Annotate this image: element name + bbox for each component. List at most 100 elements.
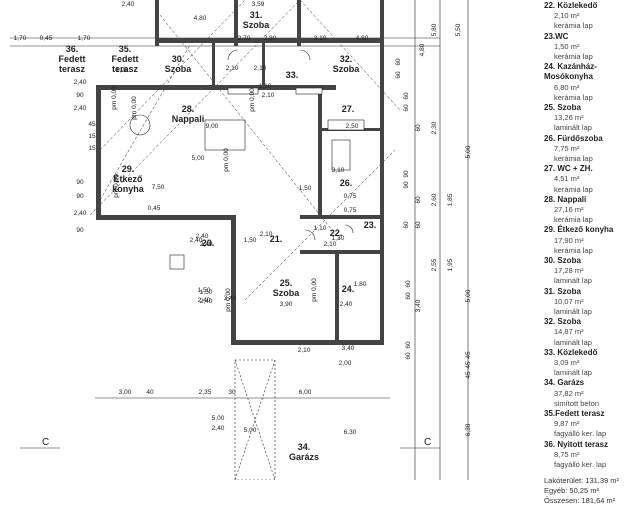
legend-item-material: kerámia lap	[554, 21, 593, 31]
legend-item-area: 1,50 m²	[554, 41, 580, 51]
dimension-mid-0: 9,00	[206, 123, 219, 130]
dimension-small-1: pm 0,00	[113, 174, 120, 198]
dimension-right-9: 5,00	[465, 145, 472, 158]
diagonal-line	[159, 14, 341, 241]
dimension-bottom-6: 1,50	[200, 289, 213, 296]
legend-item-area: 4,51 m²	[554, 174, 580, 184]
room-label-r32-name: Szoba	[333, 64, 360, 74]
dimension-bottom-3: 30	[228, 389, 236, 396]
room-label-r26-no: 26.	[340, 178, 353, 188]
dimension-mid-11: 1,50	[244, 237, 257, 244]
sofa	[204, 119, 246, 151]
diagonal-line	[244, 149, 396, 301]
dimension-bottom-14: 6,30	[344, 429, 357, 436]
dimension-top-0: 2,40	[122, 1, 135, 8]
room-label-r20-no: 20.	[202, 238, 215, 248]
dimension-mid-1: 5,00	[192, 155, 205, 162]
dimension-top-1: 3,59	[252, 1, 265, 8]
dimension-right-8: 60	[415, 124, 422, 132]
legend-item-area: 3,09 m²	[554, 358, 580, 367]
dimension-mid-3: 2,40	[196, 233, 209, 240]
legend-item-area: 8,75 m²	[554, 449, 580, 459]
legend-item-area: 27,16 m²	[554, 205, 584, 214]
chimney	[169, 254, 185, 270]
dimension-right-11: 90	[403, 181, 410, 189]
dimension-mid-2: 7,50	[152, 184, 165, 191]
door-swing	[344, 224, 354, 234]
room-label-r29-name: Étkező	[113, 174, 143, 184]
diagonal-line	[89, 0, 301, 216]
dimension-left-2: 2,40	[74, 105, 87, 112]
room-label-r31-no: 31.	[250, 10, 263, 20]
dimension-mid-16: 0,75	[344, 207, 357, 214]
dimension-mid-12: 1,10	[314, 225, 327, 232]
dimension-top-3: 0,45	[40, 35, 53, 42]
dimension-right-14: 1,85	[447, 193, 454, 206]
dimension-mid-15: 1,30	[332, 235, 345, 242]
legend-item-title: 34. Garázs	[544, 378, 585, 388]
dimension-top-6: 2,70	[238, 35, 251, 42]
dimension-right-26: 45	[465, 351, 472, 359]
dimension-right-23: 60	[405, 341, 412, 349]
dimension-right-24: 60	[405, 352, 412, 360]
room-label-r35a-no: 35.	[119, 44, 132, 54]
room-label-r30-no: 30.	[172, 54, 185, 64]
dimension-right-16: 60	[415, 221, 422, 229]
dimension-left-12: 1,50	[198, 287, 211, 294]
dimension-right-15: 60	[403, 221, 410, 229]
dimension-mid-8: 1,50	[299, 185, 312, 192]
dimension-right-5: 2,30	[431, 121, 438, 134]
dimension-left-5: 15	[88, 145, 96, 152]
dimension-mid-4: 2,10	[226, 65, 239, 72]
room-label-r30-name: Szoba	[165, 64, 192, 74]
room-label-r32-no: 32.	[340, 54, 353, 64]
dimension-mid-9: 3,10	[332, 167, 345, 174]
room-label-r22-no: 22.	[330, 228, 343, 238]
dimension-right-21: 5,00	[465, 289, 472, 302]
legend-total-2: Összesen: 181,64 m²	[544, 496, 616, 506]
dimension-left-11: 2,40	[200, 241, 213, 248]
dimension-left-0: 2,40	[74, 79, 87, 86]
legend-item-material: laminált lap	[554, 368, 592, 378]
legend-item-area: 7,75 m²	[554, 143, 580, 153]
dimension-bottom-0: 3,00	[119, 389, 132, 396]
room-label-r36a-name: Fedett	[59, 54, 86, 64]
bathtub	[327, 119, 365, 131]
dimension-bottom-10: 3,40	[342, 345, 355, 352]
floor-plan: 36.Fedettterasz35.Fedettterasz30.Szoba31…	[10, 0, 472, 480]
room-label-r34-name: Garázs	[289, 452, 319, 462]
dimension-mid-14: 2,10	[260, 231, 273, 238]
dimension-small-2: pm 0,00	[249, 88, 256, 112]
dimension-bottom-12: 5,00	[212, 415, 225, 422]
dimension-mid-13: 2,40	[190, 237, 203, 244]
room-label-r33-no: 33.	[286, 70, 299, 80]
room-label-r21-no: 21.	[270, 234, 283, 244]
dimension-right-7: 60	[403, 104, 410, 112]
dimension-left-1: 90	[76, 92, 84, 99]
dimension-left-10: 0,45	[148, 205, 161, 212]
door-swing	[227, 49, 239, 61]
dimension-bottom-4: 6,00	[299, 389, 312, 396]
legend-item-area: 13,26 m²	[554, 113, 584, 123]
room-label-r25-no: 25.	[280, 278, 293, 288]
dimension-top-7: 3,10	[314, 35, 327, 42]
dimension-right-17: 2,55	[431, 258, 438, 271]
legend-item-material: kerámia lap	[554, 215, 593, 225]
legend-item-title-cont: Mosókonyha	[544, 72, 593, 82]
dimension-left-4: 15	[88, 133, 96, 140]
room-label-r28-name: Nappali	[172, 114, 205, 124]
legend-item-material: laminált lap	[554, 337, 592, 347]
legend-item-material: simított beton	[554, 398, 600, 408]
dimension-bottom-16: 2,10	[298, 347, 311, 354]
dimension-left-13: 2,40	[198, 297, 211, 304]
room-label-r34-no: 34.	[298, 442, 311, 452]
legend-item-title: 25. Szoba	[544, 103, 581, 112]
legend-item-title: 22. Közlekedő	[544, 1, 598, 10]
dimension-right-25: 6,30	[465, 423, 472, 436]
dimension-small-6: pm 0,00	[311, 278, 318, 302]
legend-item-title: 28. Nappali	[544, 194, 587, 204]
shower	[331, 139, 351, 171]
room-label-r35a-name: Fedett	[112, 54, 139, 64]
dimension-mid-5: 2,10	[254, 65, 267, 72]
